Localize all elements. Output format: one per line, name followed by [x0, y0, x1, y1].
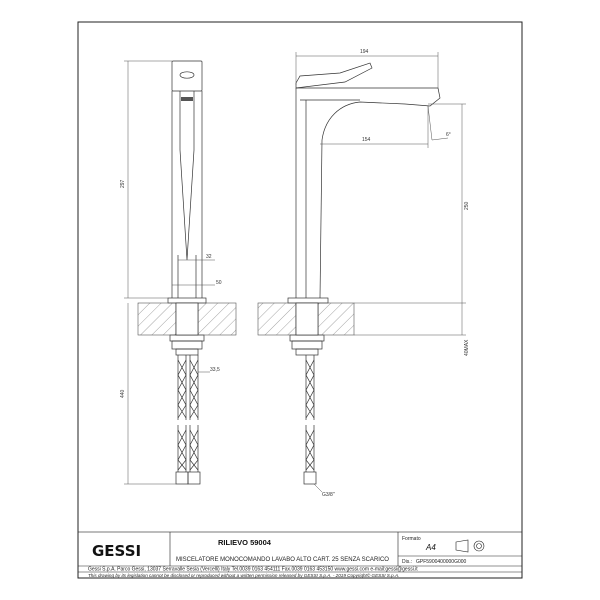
dim-297: 297 [120, 179, 126, 188]
dim-194: 194 [360, 49, 369, 55]
dim-32: 32 [206, 254, 212, 260]
dim-angle: 6° [446, 132, 451, 138]
copyright-notice: This drawing by its legislation cannot b… [88, 572, 399, 578]
dim-250: 250 [464, 201, 470, 210]
dis-value: GPF5900400000G000 [416, 559, 467, 565]
front-view [167, 60, 207, 485]
dim-33-5: 33,5 [210, 367, 220, 373]
company-address: Gessi S.p.A. Parco Gessi, 13037 Serraval… [88, 567, 418, 573]
sheet-border [77, 21, 523, 579]
projection-symbol-icon [455, 539, 485, 553]
gessi-logo: GESSI [92, 542, 141, 560]
format-label: Formato [402, 536, 421, 542]
dis-label: Dis.: [402, 559, 412, 565]
side-view [287, 62, 441, 485]
side-dimensions [295, 52, 466, 493]
front-dimensions [124, 60, 215, 485]
title-block [77, 531, 523, 579]
dim-440: 440 [120, 389, 126, 398]
product-code: RILIEVO 59004 [218, 538, 272, 547]
dim-thread: G3/8" [322, 492, 335, 498]
dim-40max: 40MAX [464, 339, 470, 356]
dim-154: 154 [362, 137, 371, 143]
format-value: A4 [425, 543, 436, 552]
product-description: MISCELATORE MONOCOMANDO LAVABO ALTO CART… [176, 557, 389, 563]
dim-50: 50 [216, 280, 222, 286]
